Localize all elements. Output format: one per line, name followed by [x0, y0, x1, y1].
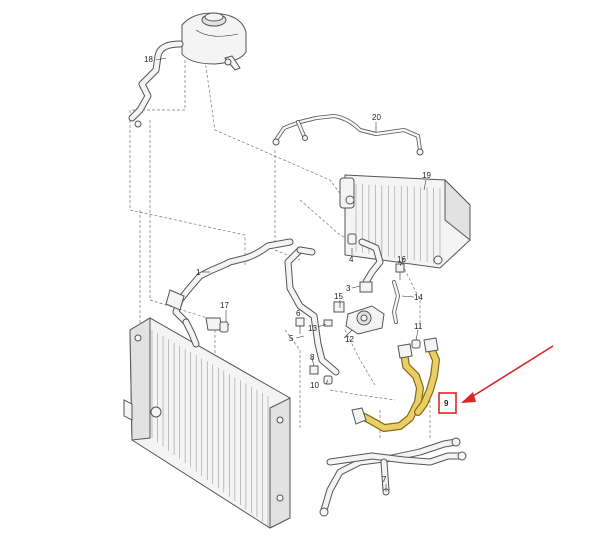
- callout-16: 16: [397, 255, 406, 264]
- callout-8: 8: [310, 353, 315, 362]
- part-7-coolant-pipe: [319, 437, 467, 517]
- expansion-tank: [181, 12, 247, 71]
- callout-7: 7: [382, 475, 387, 484]
- part-13-bolt: [323, 319, 333, 327]
- callout-leaders: [155, 57, 427, 492]
- part-8-bolt: [309, 365, 319, 375]
- callout-18: 18: [144, 55, 153, 64]
- part-4-clip: [347, 233, 357, 245]
- callout-17: 17: [220, 301, 229, 310]
- callout-15: 15: [334, 292, 343, 301]
- callout-6: 6: [296, 309, 301, 318]
- callout-4: 4: [349, 255, 354, 264]
- callout-labels: 18 20 19 1 4 3 16 14 15 12 13 5 6 17 8 1…: [144, 55, 431, 484]
- part-1-radiator-hose: [165, 238, 294, 348]
- radiator: [123, 317, 291, 529]
- part-18-hose: [128, 40, 184, 128]
- part-16-bolt: [395, 263, 405, 280]
- callout-19: 19: [422, 171, 431, 180]
- part-14-bracket: [392, 280, 400, 324]
- callout-5: 5: [289, 334, 294, 343]
- part-15-bracket: [333, 301, 345, 313]
- assembly-guide-lines: [129, 59, 431, 440]
- callout-12: 12: [345, 335, 354, 344]
- part-9-coolant-hose-highlighted: [351, 337, 440, 432]
- callout-13: 13: [308, 324, 317, 333]
- callout-10: 10: [310, 381, 319, 390]
- callout-20: 20: [372, 113, 381, 122]
- callout-9: 9: [444, 399, 449, 408]
- callout-3: 3: [346, 284, 351, 293]
- part-6-bolt: [295, 317, 305, 334]
- callout-11: 11: [414, 322, 423, 331]
- red-pointer-arrow: [461, 345, 554, 403]
- callout-14: 14: [414, 293, 423, 302]
- part-20-coolant-pipe: [272, 114, 424, 156]
- part-17-clip: [219, 321, 229, 333]
- part-3-hose: [358, 238, 384, 293]
- part-9-highlight-box: 9: [438, 392, 457, 414]
- part-5-hose: [284, 246, 340, 376]
- part-12-coolant-pump: [345, 305, 385, 335]
- callout-1: 1: [196, 268, 201, 277]
- part-11-clip: [411, 339, 421, 349]
